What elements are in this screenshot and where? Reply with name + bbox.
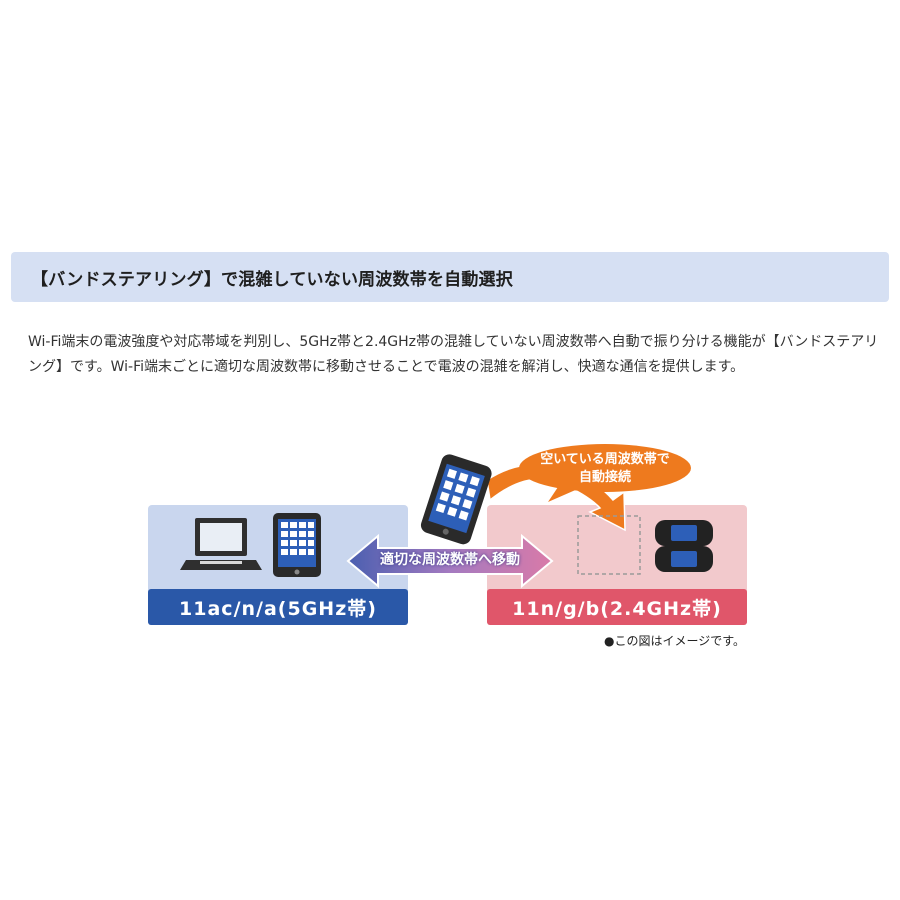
image-note: ●この図はイメージです。 [604,634,746,648]
laptop-icon [180,518,262,570]
move-arrow [346,533,554,589]
callout-line-2: 自動接続 [578,470,631,485]
callout-line-1: 空いている周波数帯で [540,452,670,467]
section-description: Wi-Fi端末の電波強度や対応帯域を判別し、5GHz帯と2.4GHz帯の混雑して… [28,334,879,375]
game-console-icon [655,520,713,572]
target-slot-outline [577,515,641,575]
band-5ghz-label: 11ac/n/a(5GHz帯) [179,597,377,620]
section-heading-bar: 【バンドステアリング】で混雑していない周波数帯を自動選択 [11,252,889,302]
section-heading: 【バンドステアリング】で混雑していない周波数帯を自動選択 [31,269,513,290]
smartphone-icon [420,454,492,545]
callout-text: 空いている周波数帯で 自動接続 [520,451,690,487]
move-label: 適切な周波数帯へ移動 [380,552,520,568]
auto-connect-callout [519,444,691,502]
band-24ghz-label: 11n/g/b(2.4GHz帯) [512,597,722,620]
tablet-icon [273,513,321,577]
